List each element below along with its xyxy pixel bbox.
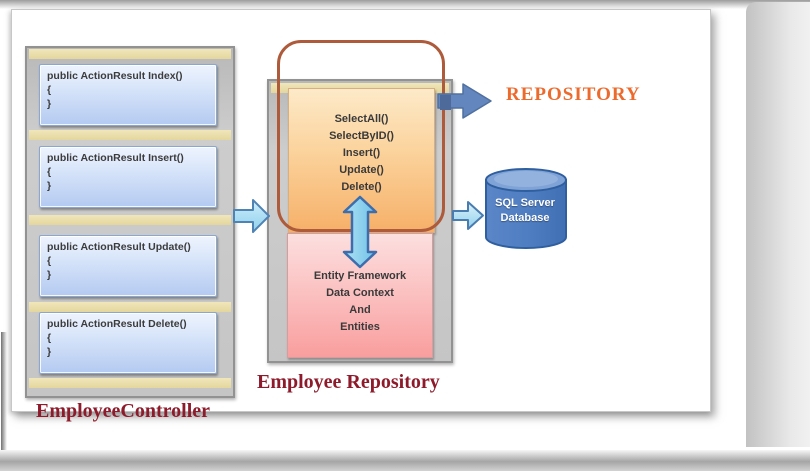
code-line: } xyxy=(47,269,52,281)
database-cylinder-icon xyxy=(485,168,567,249)
action-method-box-delete: public ActionResult Delete() { } xyxy=(39,312,217,374)
code-line: { xyxy=(47,332,52,344)
repository-method: Delete() xyxy=(341,181,382,193)
code-line: { xyxy=(47,166,52,178)
repository-callout-arrow-icon xyxy=(437,83,492,119)
code-line: public ActionResult Delete() xyxy=(47,318,187,330)
bidirectional-arrow-icon xyxy=(342,195,378,269)
left-edge-shadow xyxy=(1,332,7,450)
repository-method: Insert() xyxy=(342,147,381,159)
code-line: { xyxy=(47,255,52,267)
divider-band xyxy=(29,302,231,312)
action-method-box-update: public ActionResult Update() { } xyxy=(39,235,217,297)
divider-band xyxy=(29,215,231,225)
right-edge-shadow xyxy=(746,2,810,447)
repository-callout-label: REPOSITORY xyxy=(506,84,641,105)
repository-to-database-arrow-icon xyxy=(452,201,484,230)
ef-line: Entities xyxy=(340,321,380,333)
code-line: { xyxy=(47,84,52,96)
repository-method: Update() xyxy=(339,164,384,176)
employee-controller-label: EmployeeController xyxy=(36,400,211,422)
database-label: SQL Server Database xyxy=(487,196,563,226)
divider-band xyxy=(29,49,231,59)
top-edge-shadow xyxy=(0,0,810,9)
employee-controller-panel: public ActionResult Index() { } public A… xyxy=(25,46,235,398)
code-line: } xyxy=(47,346,52,358)
ef-line: And xyxy=(349,304,371,316)
controller-to-repository-arrow-icon xyxy=(233,199,270,233)
repository-interface-box: SelectAll() SelectByID() Insert() Update… xyxy=(288,88,435,233)
code-line: } xyxy=(47,180,52,192)
code-line: public ActionResult Index() xyxy=(47,70,183,82)
ef-line: Data Context xyxy=(326,287,394,299)
code-line: public ActionResult Update() xyxy=(47,241,191,253)
divider-band xyxy=(29,378,231,388)
database-label-line: SQL Server xyxy=(495,197,555,209)
code-line: public ActionResult Insert() xyxy=(47,152,184,164)
repository-method: SelectByID() xyxy=(329,130,394,142)
action-method-box-insert: public ActionResult Insert() { } xyxy=(39,146,217,208)
ef-line: Entity Framework xyxy=(313,270,407,282)
action-method-box-index: public ActionResult Index() { } xyxy=(39,64,217,126)
code-line: } xyxy=(47,98,52,110)
arrow-tail-tab xyxy=(440,95,451,110)
employee-repository-label: Employee Repository xyxy=(257,371,440,393)
bottom-edge-shadow xyxy=(0,450,810,471)
repository-method: SelectAll() xyxy=(334,113,389,125)
divider-band xyxy=(29,130,231,140)
database-label-line: Database xyxy=(500,212,550,224)
